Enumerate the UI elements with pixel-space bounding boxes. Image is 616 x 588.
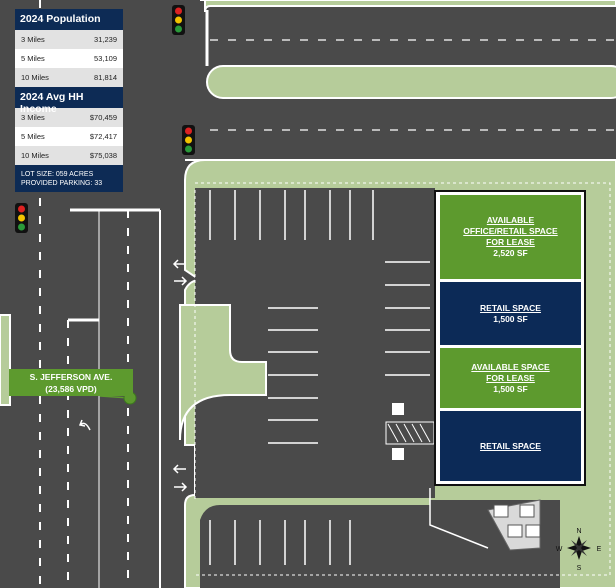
traffic-signal-icon-3 (15, 203, 28, 233)
row-value: $75,038 (89, 151, 117, 160)
accessible-parking-icon-2 (392, 448, 404, 460)
lane-arrows (78, 259, 188, 492)
unit-4-line-1: RETAIL SPACE (480, 440, 541, 451)
row-label: 10 Miles (21, 151, 49, 160)
unit-1-line-2: OFFICE/RETAIL SPACE (463, 226, 558, 236)
row-label: 10 Miles (21, 73, 49, 82)
ada-parking (385, 403, 435, 460)
landscape-island (179, 304, 267, 441)
demographics-panel: 2024 Population 3 Miles 31,239 5 Miles 53,… (15, 9, 123, 192)
traffic-signal-icon (172, 5, 185, 35)
population-row: 5 Miles 53,109 (15, 49, 123, 68)
row-value: $72,417 (89, 132, 117, 141)
parking-count: PROVIDED PARKING: 33 (21, 180, 103, 187)
unit-3-line-2: FOR LEASE (486, 372, 535, 383)
street-name: S. JEFFERSON AVE. (29, 372, 113, 382)
compass-s: S (577, 565, 582, 572)
row-label: 5 Miles (21, 54, 45, 63)
row-label: 3 Miles (21, 35, 45, 44)
lot-size: LOT SIZE: 059 ACRES (21, 171, 94, 178)
row-value: $70,459 (89, 113, 117, 122)
compass-n: N (576, 528, 581, 535)
unit-2-line-1: RETAIL SPACE (480, 302, 541, 313)
row-value: 53,109 (94, 54, 117, 63)
parking-stalls (209, 190, 430, 565)
income-row: 5 Miles $72,417 (15, 127, 123, 146)
population-row: 3 Miles 31,239 (15, 30, 123, 49)
unit-1-line-1: AVAILABLE (486, 215, 535, 225)
unit-3-size: 1,500 SF (493, 383, 528, 394)
property-boundary (195, 182, 611, 576)
population-row: 10 Miles 81,814 (15, 68, 123, 87)
population-header: 2024 Population (15, 9, 123, 30)
income-row: 10 Miles $75,038 (15, 146, 123, 165)
unit-1-size: 2,520 SF (493, 248, 528, 258)
compass-w: W (556, 546, 563, 553)
income-header: 2024 Avg HH Income (15, 87, 123, 115)
unit-retail-space-2[interactable]: RETAIL SPACE (440, 411, 581, 481)
income-row: 3 Miles $70,459 (15, 108, 123, 127)
unit-retail-space[interactable]: RETAIL SPACE 1,500 SF (440, 282, 581, 345)
unit-1-line-3: FOR LEASE (486, 237, 535, 247)
row-label: 3 Miles (21, 113, 45, 122)
road-markings (39, 0, 616, 588)
traffic-signal-icon-2 (182, 125, 195, 155)
unit-available-space[interactable]: AVAILABLE SPACE FOR LEASE 1,500 SF (440, 348, 581, 408)
unit-office-retail-available[interactable]: AVAILABLE OFFICE/RETAIL SPACE FOR LEASE … (440, 195, 581, 279)
row-label: 5 Miles (21, 132, 45, 141)
unit-3-line-1: AVAILABLE SPACE (471, 361, 550, 372)
street-label: S. JEFFERSON AVE. (23,586 VPD) (9, 369, 133, 396)
street-traffic-count: (23,586 VPD) (45, 384, 97, 394)
accessible-parking-icon (392, 403, 404, 415)
lot-info: LOT SIZE: 059 ACRES PROVIDED PARKING: 33 (15, 165, 123, 192)
dumpster-enclosure (487, 499, 541, 551)
compass-rose-icon: N S E W (556, 528, 602, 572)
row-value: 31,239 (94, 35, 117, 44)
unit-2-size: 1,500 SF (493, 313, 528, 324)
row-value: 81,814 (94, 73, 117, 82)
compass-e: E (597, 546, 602, 553)
sidewalk-path (429, 488, 489, 549)
